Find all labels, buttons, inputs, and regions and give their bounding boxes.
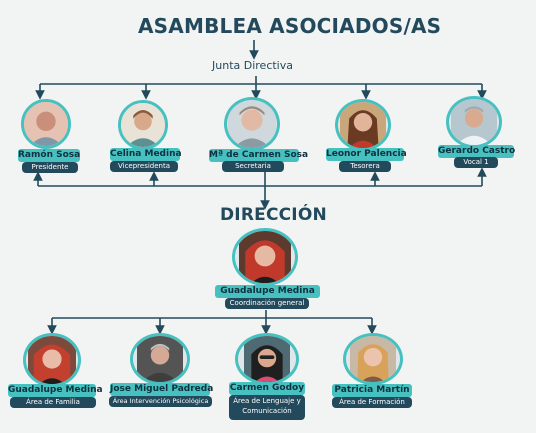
- page-title: ASAMBLEA ASOCIADOS/AS: [138, 14, 442, 38]
- person-icon: [340, 102, 386, 148]
- area-person-name: Carmen Godoy: [229, 382, 305, 395]
- area-role: Área de Familia: [10, 397, 96, 408]
- area-person-name: Jose Miguel Padreda: [110, 383, 214, 396]
- person-avatar: [118, 100, 168, 150]
- direccion-label: DIRECCIÓN: [220, 205, 327, 225]
- area-person-name: Guadalupe Medina: [8, 384, 103, 397]
- member-role: Tesorera: [339, 161, 391, 172]
- director-name: Guadalupe Medina: [215, 285, 320, 298]
- member-name: Gerardo Castro: [438, 145, 516, 158]
- member-role: Presidente: [22, 162, 78, 173]
- junta-label: Junta Directiva: [212, 59, 293, 72]
- person-icon: [244, 336, 290, 382]
- director-role: Coordinación general: [225, 298, 309, 309]
- person-icon: [24, 102, 68, 146]
- person-avatar: [224, 97, 280, 151]
- member-role: Vocal 1: [454, 157, 498, 168]
- person-icon: [239, 231, 291, 283]
- person-icon: [28, 336, 76, 384]
- member-name: Celina Medina: [110, 148, 182, 161]
- area-role: Área Intervención Psicológica: [109, 396, 212, 407]
- area-role: Área de Formación: [332, 397, 412, 408]
- person-icon: [137, 336, 183, 382]
- person-icon: [451, 99, 497, 145]
- area-person-name: Patricia Martín: [332, 384, 412, 397]
- member-name: Mª de Carmen Sosa: [209, 149, 309, 162]
- person-icon: [228, 100, 276, 148]
- person-avatar: [446, 96, 502, 148]
- person-icon: [121, 103, 165, 147]
- person-avatar: [232, 228, 298, 286]
- member-role: Vicepresidenta: [110, 161, 178, 172]
- member-name: Leonor Palencia: [326, 148, 407, 161]
- member-role: Secretaria: [222, 161, 284, 172]
- person-avatar: [21, 99, 71, 149]
- person-icon: [350, 336, 396, 382]
- person-avatar: [343, 333, 403, 385]
- person-avatar: [335, 99, 391, 151]
- person-avatar: [235, 333, 299, 385]
- member-name: Ramón Sosa: [18, 149, 81, 162]
- area-role: Área de Lenguaje y Comunicación: [229, 395, 305, 420]
- person-avatar: [130, 333, 190, 385]
- person-avatar: [23, 333, 81, 387]
